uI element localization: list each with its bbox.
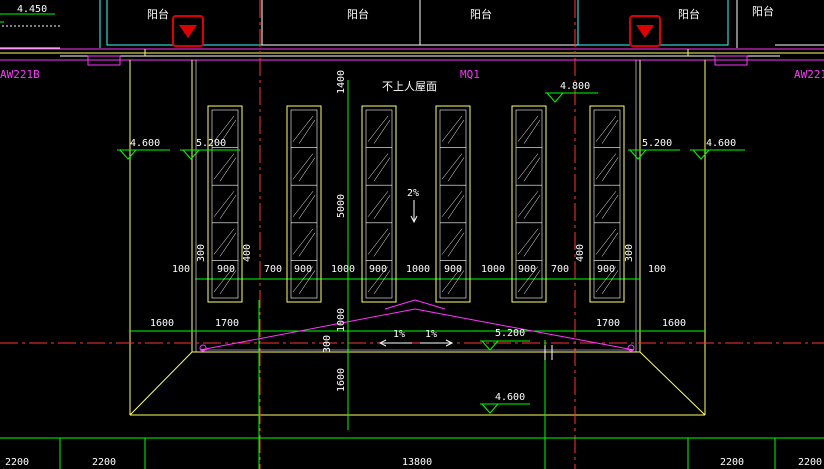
skylight-window <box>207 105 243 303</box>
svg-text:1%: 1% <box>393 329 405 340</box>
dim-horizontal: 400 <box>242 244 253 262</box>
dim-horizontal: 1000 <box>406 264 430 275</box>
window-symbol <box>87 55 121 66</box>
balcony-label: 阳台 <box>147 7 169 21</box>
dim-horizontal: 900 <box>369 264 387 275</box>
slope-mark-center: 2% <box>407 188 419 224</box>
level-mark-top-left: 4.450 <box>0 4 62 27</box>
dim-vertical: 1400 <box>336 70 347 94</box>
balcony-label-cut: 阳台 <box>752 4 774 18</box>
svg-text:4.800: 4.800 <box>560 81 590 92</box>
svg-text:4.600: 4.600 <box>130 138 160 149</box>
dim-vertical: 1000 <box>336 308 347 332</box>
skylight-window <box>511 105 547 303</box>
dim-horizontal: 300 <box>196 244 207 262</box>
balcony-box-3 <box>419 0 579 46</box>
balcony-label: 阳台 <box>678 7 700 21</box>
dim-bottom: 2200 <box>5 457 29 468</box>
svg-text:5.200: 5.200 <box>642 138 672 149</box>
dim-bottom: 2200 <box>720 457 744 468</box>
dim-vertical: 5000 <box>336 194 347 218</box>
skylight-group <box>207 105 625 303</box>
balcony-box-2 <box>261 0 421 46</box>
vertical-dimensions: 1400 5000 1000 300 1600 <box>322 70 347 392</box>
dim-vertical: 300 <box>322 335 333 353</box>
arrow-down-icon <box>179 25 197 38</box>
skylight-window <box>435 105 471 303</box>
level-mark-left-outer: 4.600 <box>117 138 170 160</box>
dim-horizontal: 300 <box>624 244 635 262</box>
level-mark-right-inner: 5.200 <box>628 138 680 160</box>
dim-horizontal: 1000 <box>331 264 355 275</box>
dim-bottom: 2200 <box>798 457 822 468</box>
red-marker-left[interactable] <box>172 15 204 47</box>
arrow-down-icon <box>636 25 654 38</box>
center-label: MQ1 <box>460 68 480 81</box>
skylight-window <box>286 105 322 303</box>
dim-lower: 1600 <box>662 318 686 329</box>
level-mark-left-inner: 5.200 <box>180 138 240 160</box>
skylight-window <box>589 105 625 303</box>
balcony-label: 阳台 <box>347 7 369 21</box>
window-symbol <box>714 55 748 66</box>
skylight-window <box>361 105 397 303</box>
dim-lower: 1700 <box>215 318 239 329</box>
svg-text:4.600: 4.600 <box>706 138 736 149</box>
svg-text:5.200: 5.200 <box>495 328 525 339</box>
bottom-dimensions: 2200 2200 13800 2200 2200 <box>5 457 822 468</box>
level-mark-bottom-center: 4.600 <box>480 392 530 414</box>
level-mark-lower-center: 5.200 <box>480 328 530 351</box>
dim-horizontal: 400 <box>575 244 586 262</box>
parapet-band <box>0 48 824 66</box>
level-mark-right-outer: 4.600 <box>690 138 745 160</box>
dim-horizontal: 900 <box>518 264 536 275</box>
dim-horizontal: 1000 <box>481 264 505 275</box>
dim-horizontal: 900 <box>294 264 312 275</box>
svg-text:2%: 2% <box>407 188 419 199</box>
window-label-left: AW221B <box>0 68 40 81</box>
svg-text:4.600: 4.600 <box>495 392 525 403</box>
roof-label: 不上人屋面 <box>382 80 437 93</box>
dim-lower: 1700 <box>596 318 620 329</box>
dim-horizontal: 100 <box>648 264 666 275</box>
dim-horizontal: 100 <box>172 264 190 275</box>
roof-slope <box>199 299 635 360</box>
dim-vertical: 1600 <box>336 368 347 392</box>
dim-lower: 1600 <box>150 318 174 329</box>
horizontal-dimensions: 100 300 900 400 700 900 1000 900 1000 90… <box>172 244 666 275</box>
building-outline <box>129 60 706 416</box>
balcony-strip: 阳台 阳台 阳台 阳台 阳台 <box>0 0 824 49</box>
red-marker-right[interactable] <box>629 15 661 47</box>
window-label-right: AW221B <box>794 68 824 81</box>
level-mark-center-top: 4.800 <box>545 81 598 103</box>
svg-text:1%: 1% <box>425 329 437 340</box>
green-dimension-lines <box>0 80 824 469</box>
svg-text:5.200: 5.200 <box>196 138 226 149</box>
level-text: 4.450 <box>17 4 47 15</box>
dim-bottom: 13800 <box>402 457 432 468</box>
dim-horizontal: 700 <box>264 264 282 275</box>
slope-mark-left: 1% <box>378 329 412 347</box>
lower-dimensions: 1600 1700 1700 1600 <box>150 318 686 329</box>
dim-horizontal: 900 <box>444 264 462 275</box>
dim-horizontal: 700 <box>551 264 569 275</box>
dim-horizontal: 900 <box>217 264 235 275</box>
slope-mark-right: 1% <box>420 329 454 347</box>
dim-horizontal: 900 <box>597 264 615 275</box>
dim-bottom: 2200 <box>92 457 116 468</box>
balcony-label: 阳台 <box>470 7 492 21</box>
